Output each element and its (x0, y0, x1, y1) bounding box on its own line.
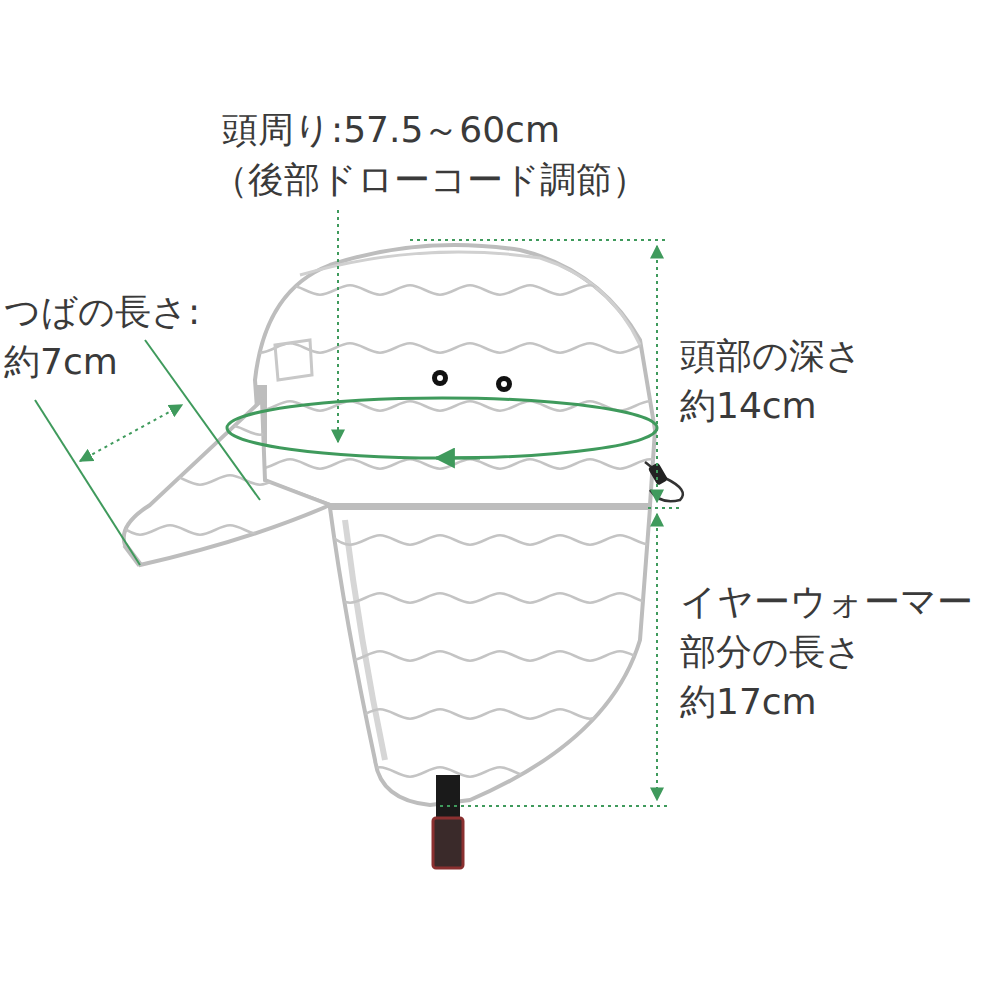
quilt-wave (320, 758, 680, 777)
quilt-wave (230, 276, 680, 304)
eye-highlight (437, 375, 443, 381)
dimension-label: つばの長さ: (4, 292, 200, 332)
quilt-wave (110, 516, 320, 544)
quilt-wave (110, 466, 320, 494)
quilt-wave (110, 416, 320, 444)
cap-crown (255, 245, 655, 505)
chin-strap (436, 775, 460, 820)
dimension-label: 約14cm (680, 386, 817, 426)
dimension-label: 頭部の深さ (680, 336, 862, 376)
draw-cord (645, 462, 683, 501)
quilt-wave (320, 642, 680, 661)
quilt-wave (320, 700, 680, 719)
eye-highlight (501, 381, 507, 387)
eye (496, 376, 512, 392)
quilt-wave (320, 526, 680, 545)
crown-seam (300, 252, 640, 345)
flap-edge (345, 520, 385, 760)
dimension-label: イヤーウォーマー (680, 582, 973, 622)
dimension-label: （後部ドローコード調節） (212, 160, 648, 200)
dimension-label: 頭周り:57.5～60cm (222, 110, 560, 150)
quilt-wave (320, 584, 680, 603)
crown-panel (275, 340, 312, 380)
strap-buckle (433, 818, 463, 868)
dimension-label: 約17cm (680, 682, 817, 722)
dimension-label: 部分の長さ (680, 632, 862, 672)
dimension-label: 約7cm (4, 342, 118, 382)
eye (432, 370, 448, 386)
quilt-wave (230, 450, 680, 478)
quilt-wave (230, 334, 680, 362)
